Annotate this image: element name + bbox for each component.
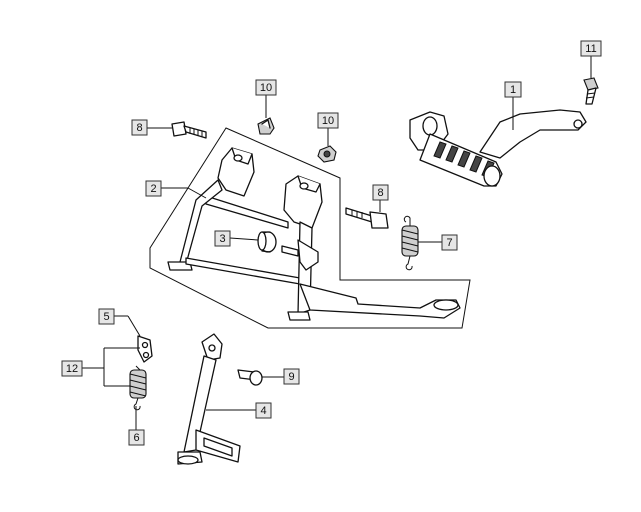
callout-label: 9 [288, 371, 294, 383]
callout-6: 6 [128, 406, 145, 446]
bushing-part [257, 231, 277, 253]
side-stand-spring-part [129, 365, 147, 411]
callout-8-right: 8 [372, 184, 389, 212]
callout-10-middle: 10 [317, 112, 339, 146]
callout-12: 12 [61, 347, 140, 387]
callout-label: 2 [150, 183, 156, 195]
cap-nut-upper-part [257, 117, 275, 135]
center-stand-part [167, 147, 461, 321]
callout-label: 3 [219, 233, 225, 245]
callout-label: 1 [510, 84, 516, 96]
callout-label: 8 [377, 187, 383, 199]
bolt-right-part [345, 207, 389, 229]
callout-label: 5 [103, 311, 109, 323]
callout-10-upper: 10 [255, 79, 277, 118]
callout-label: 8 [136, 122, 142, 134]
bolt-upper-part [171, 121, 207, 139]
callout-9: 9 [262, 368, 300, 385]
callout-5: 5 [98, 308, 141, 337]
callout-label: 4 [260, 405, 266, 417]
callout-label: 7 [446, 237, 452, 249]
small-bolt-part [583, 77, 599, 105]
kick-starter-part [409, 109, 587, 187]
side-stand-part [177, 333, 241, 465]
callout-7: 7 [418, 234, 458, 251]
callout-label: 10 [322, 115, 334, 127]
callout-label: 10 [260, 82, 272, 94]
nut-middle-part [317, 145, 337, 163]
callout-11: 11 [580, 40, 602, 78]
center-stand-group-outline [149, 127, 471, 329]
callout-label: 6 [133, 432, 139, 444]
callout-1: 1 [504, 81, 522, 130]
callout-3: 3 [214, 230, 259, 247]
callout-8-upper: 8 [131, 119, 172, 136]
callout-4: 4 [206, 402, 272, 419]
callout-2: 2 [145, 180, 207, 199]
pivot-bolt-part [237, 369, 263, 386]
center-stand-spring-part [401, 215, 419, 271]
spring-bracket-part [137, 335, 153, 363]
callout-label: 11 [585, 43, 596, 55]
callout-label: 12 [66, 363, 78, 375]
